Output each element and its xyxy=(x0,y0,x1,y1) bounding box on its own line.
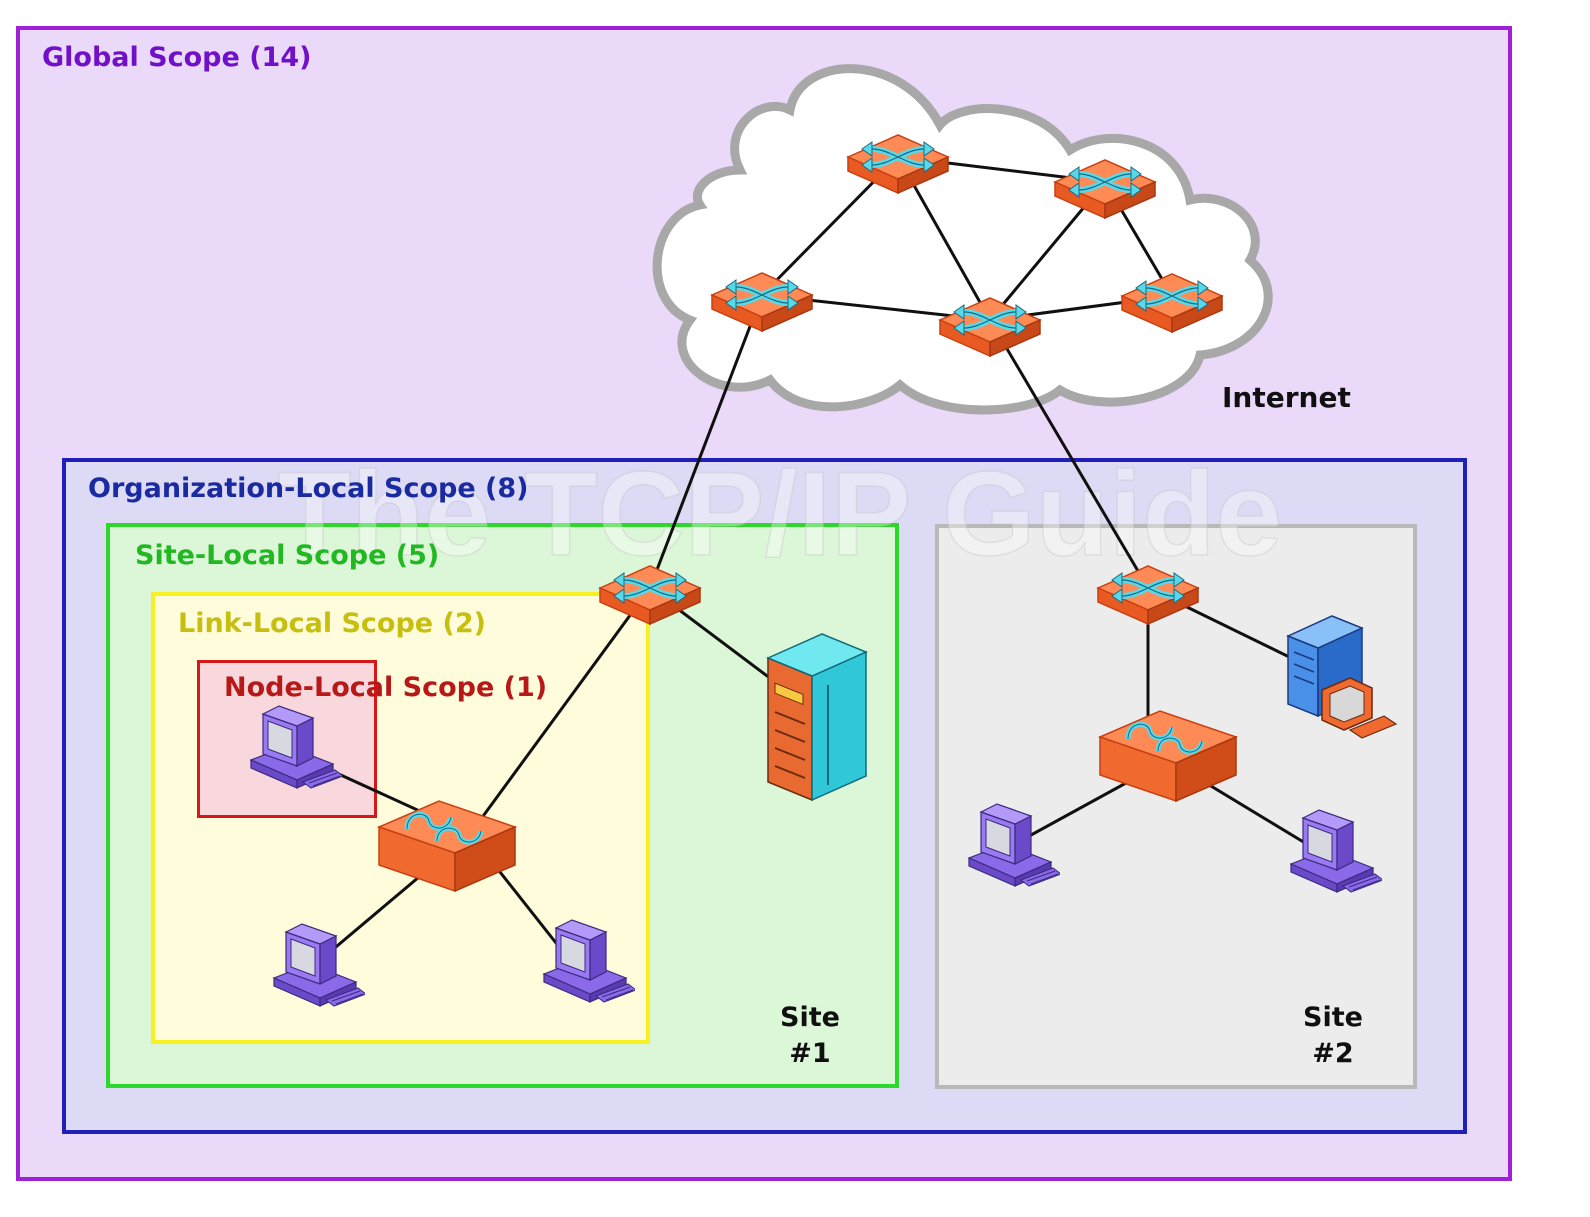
site2-workstation-icon xyxy=(1290,809,1382,893)
site1-workstation-icon xyxy=(273,923,365,1007)
site-1-label-line1: Site xyxy=(780,1002,840,1033)
site1-server-icon xyxy=(766,633,868,802)
node-scope-label: Node-Local Scope (1) xyxy=(224,672,548,703)
global-scope-label: Global Scope (14) xyxy=(42,42,312,73)
site-2-label: Site #2 xyxy=(1288,1000,1378,1072)
site2-workstation-icon xyxy=(968,803,1060,887)
site2-server-icon xyxy=(1286,615,1398,739)
site-scope-label: Site-Local Scope (5) xyxy=(135,540,440,571)
internet-label: Internet xyxy=(1222,381,1351,414)
link-scope-label: Link-Local Scope (2) xyxy=(178,608,486,639)
site-1-label: Site #1 xyxy=(765,1000,855,1072)
node-workstation-icon xyxy=(250,705,342,789)
site-1-label-line2: #1 xyxy=(789,1038,831,1069)
organization-scope-label: Organization-Local Scope (8) xyxy=(88,473,529,504)
site-2-label-line2: #2 xyxy=(1312,1038,1354,1069)
site1-switch-icon xyxy=(379,801,515,891)
internet-cloud-icon xyxy=(652,64,1273,415)
site-2-label-line1: Site xyxy=(1303,1002,1363,1033)
watermark: The TCP/IP Guide xyxy=(278,447,1283,581)
site1-workstation-icon xyxy=(543,919,635,1003)
